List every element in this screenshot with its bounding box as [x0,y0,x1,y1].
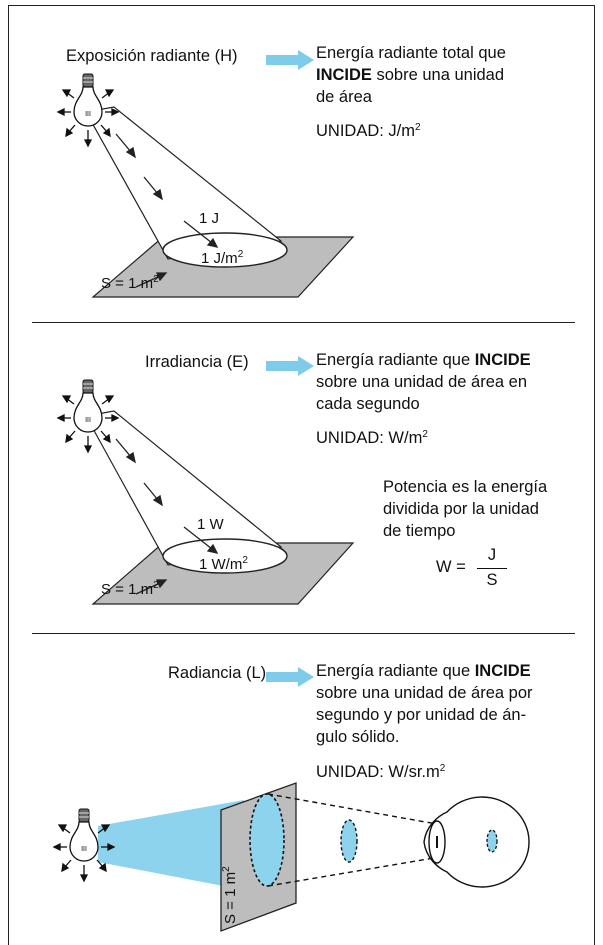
light-bulb-icon: III [56,73,120,148]
svg-text:III: III [85,417,91,424]
formula-fraction-bar [477,568,507,569]
section1-desc-line3: de área [316,88,372,106]
section3-desc-line3: segundo y por unidad de án- [316,706,527,724]
section3-unit: UNIDAD: W/sr.m2 [316,763,446,781]
section3-area-label-rotated: S = 1 m2 [221,866,239,924]
section2-area-label: S = 1 m2 [101,580,159,599]
section2-ray-arrows [115,438,219,595]
projected-area-ellipse [340,819,358,863]
section1-ray-arrows [115,133,219,288]
blue-right-arrow-icon [266,667,314,687]
section2-title: Irradiancia (E) [145,353,249,371]
section3-desc-line4: gulo sólido. [316,728,400,746]
blue-right-arrow-icon [266,356,314,376]
section3-title: Radiancia (L) [168,664,267,682]
svg-text:III: III [81,846,87,853]
section2-desc-line1: Energía radiante que INCIDE [316,351,531,369]
section3-desc-line2: sobre una unidad de área por [316,684,533,702]
section1-light-cone [85,106,288,268]
eye-icon [423,796,530,888]
section2-note-line3: de tiempo [383,522,456,540]
section3-desc-line1: Energía radiante que INCIDE [316,662,531,680]
section2-diagram: III [56,379,355,605]
svg-text:III: III [85,111,91,118]
section1-desc-line2: INCIDE sobre una unidad [316,66,505,84]
section2-desc-line3: cada segundo [316,395,420,413]
section1-flux-label: 1 J/m2 [201,249,244,268]
section3-plane [220,782,297,932]
retina-spot [486,829,498,853]
formula-denominator: S [486,571,498,589]
section1-diagram: III [56,73,355,298]
section2-energy-label: 1 W [197,516,224,533]
section2-desc-line2: sobre una unidad de área en [316,373,528,391]
section2-unit: UNIDAD: W/m2 [316,429,428,447]
section1-unit: UNIDAD: J/m2 [316,122,421,140]
formula-lhs: W = [436,558,466,576]
section1-desc-line1: Energía radiante total que [316,44,506,62]
light-bulb-icon: III [56,379,120,454]
radiance-beam [98,800,244,890]
section2-note-line2: dividida por la unidad [383,500,539,518]
formula-numerator: J [487,546,497,564]
section-divider [32,633,575,634]
section-divider [32,322,575,323]
section2-note-line1: Potencia es la energía [383,478,548,496]
section2-flux-label: 1 W/m2 [199,555,248,574]
section2-light-cone [85,410,288,574]
blue-right-arrow-icon [266,50,314,70]
light-bulb-icon: III [52,808,116,883]
figure-frame [8,5,595,945]
section1-title: Exposición radiante (H) [66,47,238,65]
section1-energy-label: 1 J [199,210,220,227]
section1-area-label: S = 1 m2 [101,274,159,293]
